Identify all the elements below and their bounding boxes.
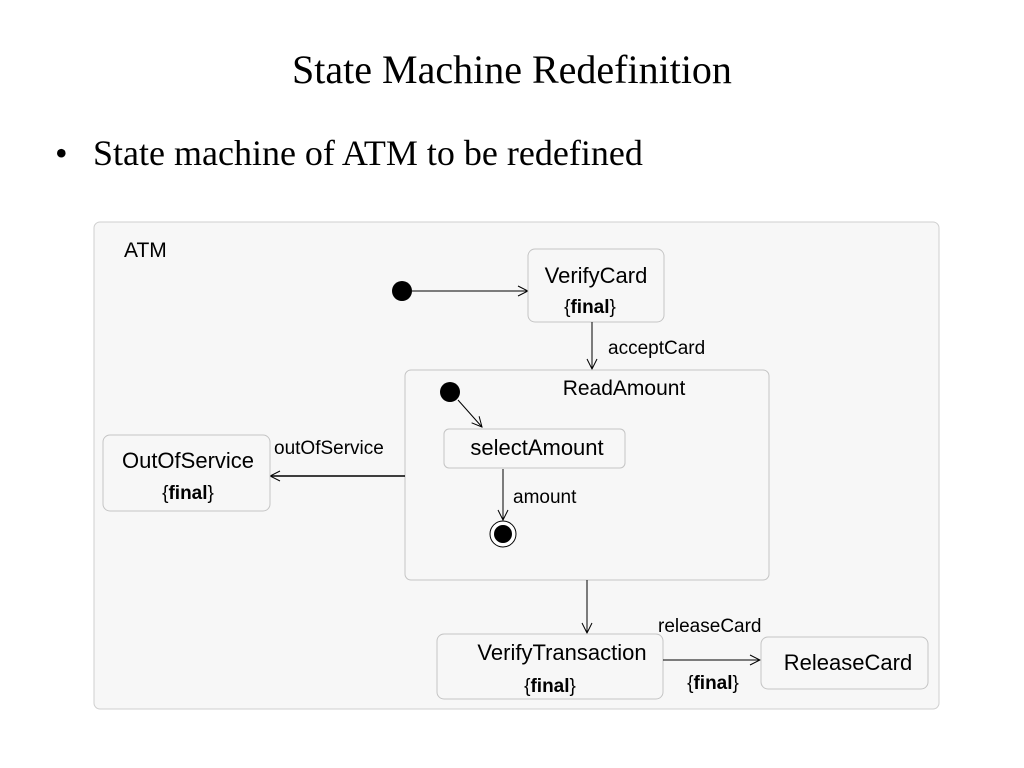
out-of-service-name: OutOfService [122,448,254,473]
out-of-service-label: outOfService [274,438,384,459]
slide-title: State Machine Redefinition [292,47,732,92]
verify-transaction-name: VerifyTransaction [477,640,646,665]
bullet-text: State machine of ATM to be redefined [93,133,643,173]
bullet-point: • State machine of ATM to be redefined [55,132,643,174]
state-verify-transaction: VerifyTransaction {final} [436,633,664,700]
inner-initial-arrow [457,399,482,427]
bullet-symbol: • [55,133,68,173]
verify-card-constraint: {final} [564,297,616,318]
select-amount-name: selectAmount [470,435,603,460]
inner-initial-pseudostate [440,382,460,402]
release-card-name: ReleaseCard [784,650,912,675]
initial-pseudostate [392,281,412,301]
read-amount-name: ReadAmount [563,377,686,400]
state-release-card: ReleaseCard [760,636,929,690]
amount-label: amount [513,487,577,508]
state-out-of-service: OutOfService {final} [102,434,271,512]
state-select-amount: selectAmount [443,428,626,469]
verify-card-name: VerifyCard [545,263,648,288]
verify-transaction-constraint: {final} [524,676,576,697]
release-card-label: releaseCard [658,616,762,637]
out-of-service-constraint: {final} [162,483,214,504]
state-verify-card: VerifyCard {final} [527,248,665,323]
final-state [489,520,517,548]
release-card-constraint: {final} [687,673,739,694]
accept-card-label: acceptCard [608,338,705,359]
atm-label: ATM [124,239,167,262]
